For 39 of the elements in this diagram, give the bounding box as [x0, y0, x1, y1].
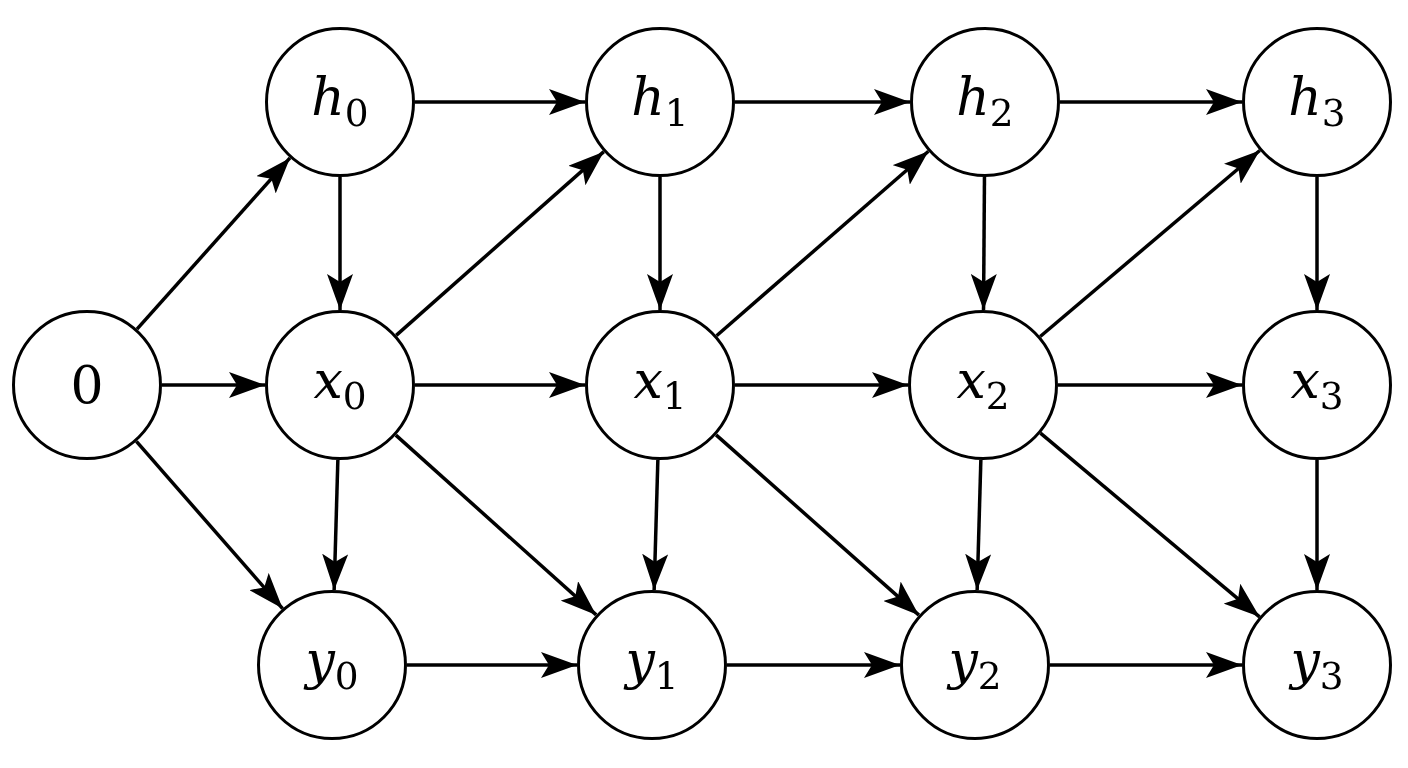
arrow — [1058, 372, 1242, 398]
node-label: x$_{1}$ — [633, 354, 687, 416]
arrow — [970, 177, 997, 310]
arrow — [394, 433, 598, 617]
node-label: y$_{0}$ — [305, 634, 359, 696]
node-label: h$_{3}$ — [1288, 71, 1346, 133]
arrow — [395, 150, 605, 337]
arrow — [135, 156, 292, 331]
arrow — [415, 89, 585, 115]
node-label: 0 — [70, 359, 104, 411]
node-label: y$_{3}$ — [1290, 634, 1344, 696]
arrow — [415, 372, 585, 398]
arrow — [407, 652, 577, 678]
arrow — [1304, 177, 1330, 310]
arrow — [1304, 460, 1330, 590]
node-label: y$_{1}$ — [625, 634, 679, 696]
arrow — [727, 652, 900, 678]
arrow — [965, 459, 992, 591]
arrow — [735, 372, 908, 398]
arrow — [162, 372, 265, 398]
arrow — [1039, 431, 1261, 619]
arrow — [714, 433, 921, 617]
arrow — [322, 459, 349, 591]
arrow — [1050, 652, 1242, 678]
node-label: x$_{0}$ — [313, 354, 367, 416]
arrow — [135, 440, 284, 610]
arrow — [1039, 149, 1261, 338]
node-label: h$_{2}$ — [956, 71, 1014, 133]
arrow — [642, 459, 669, 591]
arrow — [327, 177, 353, 310]
node-label: h$_{0}$ — [311, 71, 369, 133]
node-label: x$_{2}$ — [956, 354, 1010, 416]
node-label: x$_{3}$ — [1290, 354, 1344, 416]
arrow — [1060, 89, 1242, 115]
arrow — [735, 89, 910, 115]
arrow — [647, 177, 673, 310]
node-label: y$_{2}$ — [948, 634, 1002, 696]
node-label: h$_{1}$ — [631, 71, 689, 133]
arrow — [715, 149, 930, 338]
